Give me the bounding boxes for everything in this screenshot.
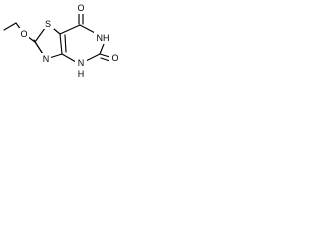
top-carbonyl-oxygen-label-bg <box>76 2 86 14</box>
bottom-nh-label-bg <box>75 57 87 79</box>
imidazole-nitrogen-atom-label: N <box>43 54 50 64</box>
bond-c7a-c3a <box>59 33 63 55</box>
right-carbonyl-oxygen-atom-label: O <box>111 53 118 63</box>
bond-c5-n4 <box>85 53 101 62</box>
right-carbonyl-oxygen-label-bg <box>109 52 120 64</box>
sulfur-label-bg <box>43 17 54 29</box>
bond-n6-c5 <box>99 43 105 55</box>
bond-c7a-c7 <box>59 24 81 35</box>
chemical-structure-diagram: S O N O NH O N H <box>3 2 120 79</box>
top-nh-label-bg <box>94 32 112 44</box>
bond-c7a-c3a-inner <box>64 34 67 53</box>
bond-c5-o <box>99 53 111 58</box>
sulfur-atom-label: S <box>45 19 51 29</box>
imidazole-nitrogen-label-bg <box>41 53 51 65</box>
ether-oxygen-label-bg <box>19 28 29 40</box>
top-nh-atom-label: NH <box>97 33 110 43</box>
bond-c5-o-double <box>100 57 111 62</box>
bond-n4-c3a <box>61 53 77 63</box>
atom-labels: S O N O NH O N H <box>19 2 120 79</box>
top-carbonyl-oxygen-atom-label: O <box>77 3 84 13</box>
bond-n3-c2-double <box>33 39 44 55</box>
ether-oxygen-atom-label: O <box>20 29 27 39</box>
bottom-hydrogen-atom-label: H <box>78 69 85 79</box>
bond-ethyl-ch3-ch2 <box>3 22 17 31</box>
bottom-nitrogen-atom-label: N <box>78 58 85 68</box>
